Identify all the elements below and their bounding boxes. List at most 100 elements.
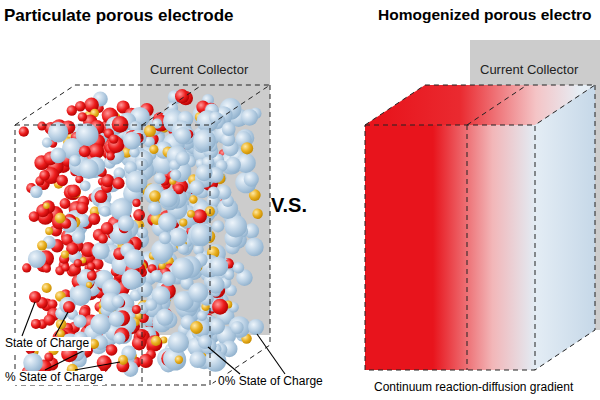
charged-particle	[109, 134, 118, 143]
empty-particle	[188, 283, 208, 303]
caption-label: Continuum reaction-diffusion gradient	[372, 381, 575, 395]
charged-particle	[48, 299, 58, 309]
charged-particle	[97, 355, 112, 370]
charged-particle	[67, 185, 80, 198]
empty-particle	[241, 109, 258, 126]
cube-front	[365, 125, 535, 370]
empty-particle	[222, 122, 236, 136]
empty-particle	[109, 311, 125, 327]
empty-particle	[231, 321, 244, 334]
empty-particle	[79, 159, 99, 179]
charged-particle	[37, 122, 46, 131]
empty-particle	[150, 270, 162, 282]
half-charged-particle	[241, 142, 253, 154]
charged-particle	[212, 299, 228, 315]
half-charged-particle	[189, 195, 197, 203]
charged-particle	[136, 329, 146, 339]
half-charged-particle	[37, 241, 47, 251]
empty-particle	[233, 262, 244, 273]
half-charged-particle	[149, 190, 161, 202]
empty-particle	[191, 224, 213, 246]
cube-side	[535, 85, 595, 370]
empty-particle	[245, 238, 264, 257]
empty-particle	[244, 172, 259, 187]
empty-particle	[30, 186, 43, 199]
half-charged-particle	[175, 356, 183, 364]
empty-particle	[172, 257, 194, 279]
charge-label: State of Charge	[3, 337, 91, 351]
charged-particle	[87, 271, 97, 281]
empty-particle	[156, 308, 173, 325]
half-charged-particle	[252, 209, 262, 219]
charged-particle	[88, 213, 100, 225]
empty-particle	[209, 257, 229, 277]
empty-particle	[168, 332, 189, 353]
empty-particle	[90, 314, 111, 335]
empty-particle	[72, 231, 85, 244]
empty-particle	[197, 311, 207, 321]
charged-particle	[139, 354, 153, 368]
charged-particle	[132, 305, 141, 314]
charged-particle	[94, 190, 107, 203]
charged-particle	[29, 291, 41, 303]
empty-particle	[118, 215, 134, 231]
charged-particle	[175, 89, 189, 103]
empty-particle	[174, 127, 191, 144]
empty-particle	[73, 315, 86, 328]
collector-label: Current Collector	[150, 62, 248, 77]
charged-particle	[39, 170, 50, 181]
charged-particle	[78, 112, 87, 121]
empty-particle	[100, 206, 111, 217]
charged-particle	[42, 264, 51, 273]
charged-particle	[44, 353, 53, 362]
empty-particle	[92, 242, 110, 260]
charged-particle	[19, 127, 29, 137]
empty-particle	[207, 187, 219, 199]
empty-particle	[112, 295, 125, 308]
empty-particle	[123, 132, 141, 150]
empty-particle	[169, 227, 188, 246]
charged-particle	[44, 314, 56, 326]
half-charged-particle	[151, 336, 161, 346]
highlighted-spheres	[29, 291, 264, 365]
empty-particle	[69, 155, 81, 167]
empty-particle	[159, 189, 178, 208]
charged-particle	[67, 105, 77, 115]
collector-panel	[140, 40, 270, 335]
charged-particle	[60, 198, 71, 209]
charged-particle	[146, 335, 162, 351]
charged-particle	[106, 152, 115, 161]
charged-particle	[74, 259, 82, 267]
empty-particle	[23, 353, 43, 373]
panel-heading: Homogenized porous electro	[378, 6, 592, 24]
charged-particle	[106, 344, 118, 356]
empty-particle	[148, 202, 162, 216]
half-charged-particle	[149, 145, 158, 154]
half-charged-particle	[144, 125, 156, 137]
empty-particle	[198, 335, 212, 349]
empty-particle	[159, 232, 171, 244]
charged-particle	[56, 175, 68, 187]
empty-particle	[248, 319, 264, 335]
charged-particle	[193, 209, 207, 223]
charge-label: 0% State of Charge	[216, 375, 325, 389]
charged-particle	[29, 211, 40, 222]
charged-particle	[61, 263, 69, 271]
charged-particle	[76, 202, 88, 214]
half-charged-particle	[190, 321, 203, 334]
empty-particle	[76, 123, 99, 146]
empty-particle	[59, 297, 76, 314]
collector-label: Current Collector	[480, 62, 578, 77]
charged-particle	[112, 116, 129, 133]
empty-particle	[80, 180, 91, 191]
half-charged-particle	[43, 202, 50, 209]
empty-particle	[145, 299, 157, 311]
empty-particle	[212, 220, 224, 232]
empty-particle	[50, 148, 66, 164]
charged-particle	[79, 145, 91, 157]
half-charged-particle	[42, 283, 52, 293]
empty-particle	[170, 169, 181, 180]
charged-particle	[101, 222, 114, 235]
half-charged-particle	[55, 213, 66, 224]
half-charged-particle	[187, 210, 195, 218]
